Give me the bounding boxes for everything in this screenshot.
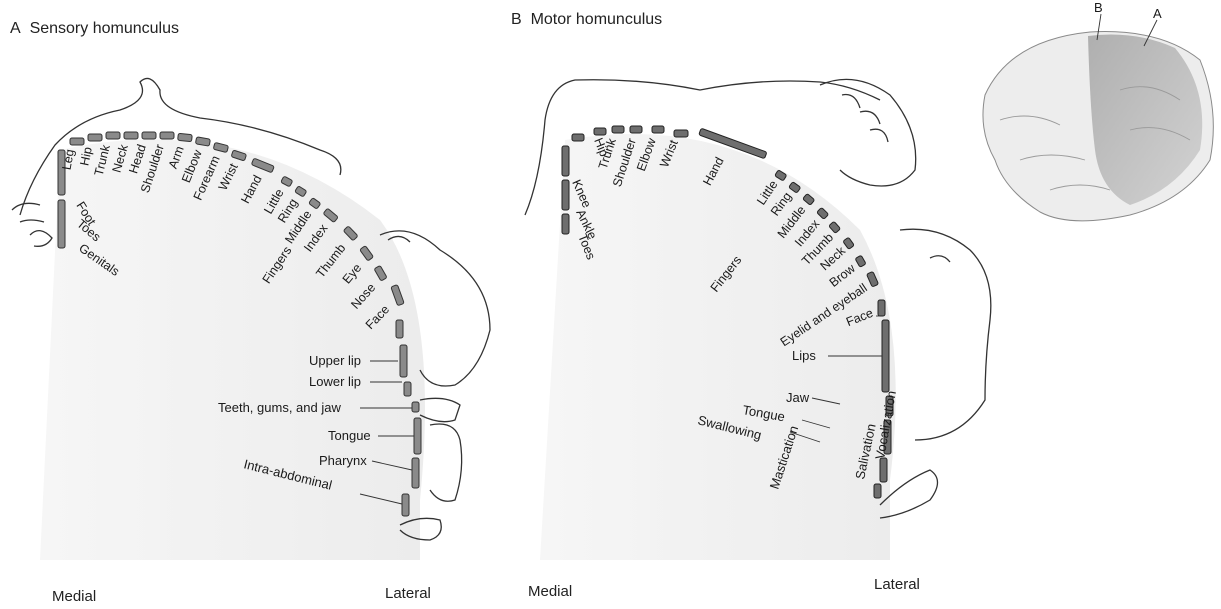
label-pharynx: Pharynx	[319, 453, 367, 468]
panel-b-cortex-section	[540, 134, 896, 560]
label-teeth-gums-jaw: Teeth, gums, and jaw	[218, 400, 341, 415]
brain-inset: B A	[983, 0, 1213, 221]
brain-label-a: A	[1153, 6, 1162, 21]
brain-label-b: B	[1094, 0, 1103, 15]
label-b-lips: Lips	[792, 348, 816, 363]
label-b-jaw: Jaw	[786, 390, 810, 405]
panel-a-cortex-section	[40, 139, 425, 560]
label-upper-lip: Upper lip	[309, 353, 361, 368]
label-tongue: Tongue	[328, 428, 371, 443]
label-lower-lip: Lower lip	[309, 374, 361, 389]
